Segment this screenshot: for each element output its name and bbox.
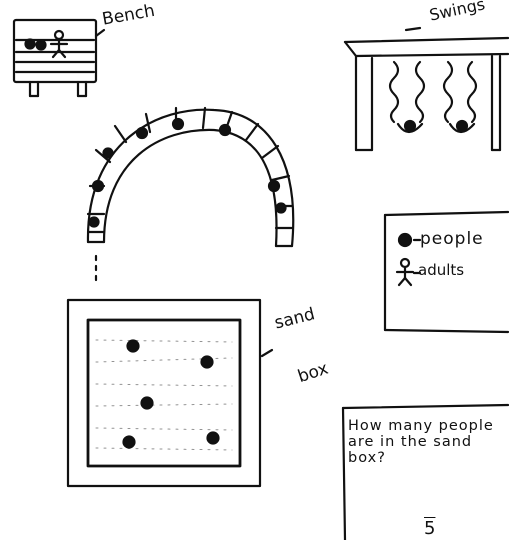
arch-person-dot <box>173 119 183 129</box>
swing-set <box>345 28 508 150</box>
bench-person-dot <box>26 40 35 49</box>
legend-people-label: people <box>420 231 484 248</box>
sandbox-person-dot <box>208 433 219 444</box>
sand-box <box>68 300 272 486</box>
answer-value: 5 <box>424 520 435 538</box>
sandbox-person-dot <box>124 437 135 448</box>
legend-adults-label: adults <box>418 263 464 278</box>
sandbox-person-dot <box>128 341 139 352</box>
legend-people-dot <box>399 234 411 246</box>
arch-person-dot <box>277 204 286 213</box>
arch-person-dot <box>104 149 113 158</box>
arch-person-dot <box>220 125 230 135</box>
arch-person-dot <box>90 218 99 227</box>
climbing-arch <box>88 108 293 280</box>
swing-person-dot <box>405 121 415 131</box>
arch-person-dot <box>93 181 103 191</box>
swing-person-dot <box>457 121 467 131</box>
bench-person-dot <box>37 41 46 50</box>
arch-person-dot <box>269 181 279 191</box>
question-text: How many people are in the sand box? <box>348 418 508 466</box>
sandbox-person-dot <box>142 398 153 409</box>
arch-person-dot <box>137 128 147 138</box>
sandbox-person-dot <box>202 357 213 368</box>
legend-adult-figure <box>397 240 420 285</box>
